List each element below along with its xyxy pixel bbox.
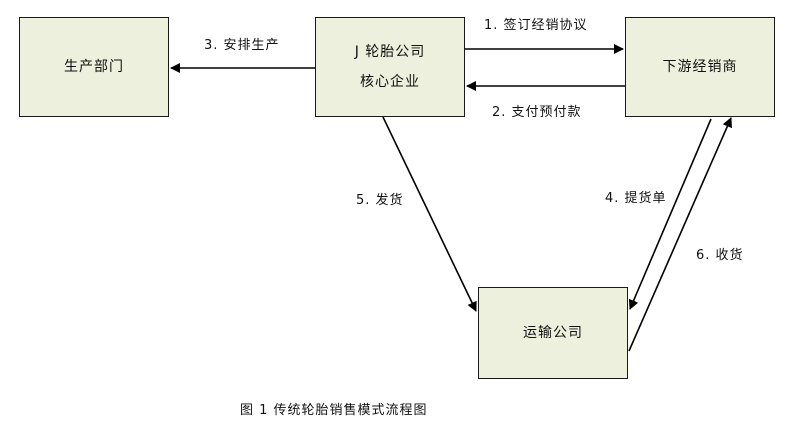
arrow-pickup-order [628, 118, 712, 310]
arrow-ship [382, 116, 477, 312]
edge-label-pickup-order: 4. 提货单 [605, 191, 667, 206]
node-production-label: 生产部门 [64, 59, 124, 75]
figure-caption: 图 1 传统轮胎销售模式流程图 [240, 403, 428, 418]
node-core-name: J 轮胎公司 [354, 44, 426, 60]
node-core-enterprise: J 轮胎公司 核心企业 [315, 17, 465, 117]
edge-label-sign-agreement: 1. 签订经销协议 [484, 18, 588, 33]
edge-label-arrange-production: 3. 安排生产 [204, 38, 280, 53]
node-transport-company: 运输公司 [478, 287, 628, 379]
arrow-receive [628, 117, 732, 352]
edge-label-receive: 6. 收货 [696, 248, 744, 263]
node-transport-label: 运输公司 [523, 325, 583, 341]
edge-label-prepay: 2. 支付预付款 [492, 105, 582, 120]
edge-label-ship: 5. 发货 [356, 193, 404, 208]
node-production-department: 生产部门 [19, 17, 169, 117]
node-downstream-dealer: 下游经销商 [625, 17, 775, 117]
node-dealer-label: 下游经销商 [662, 59, 738, 75]
node-core-role: 核心企业 [360, 74, 420, 90]
